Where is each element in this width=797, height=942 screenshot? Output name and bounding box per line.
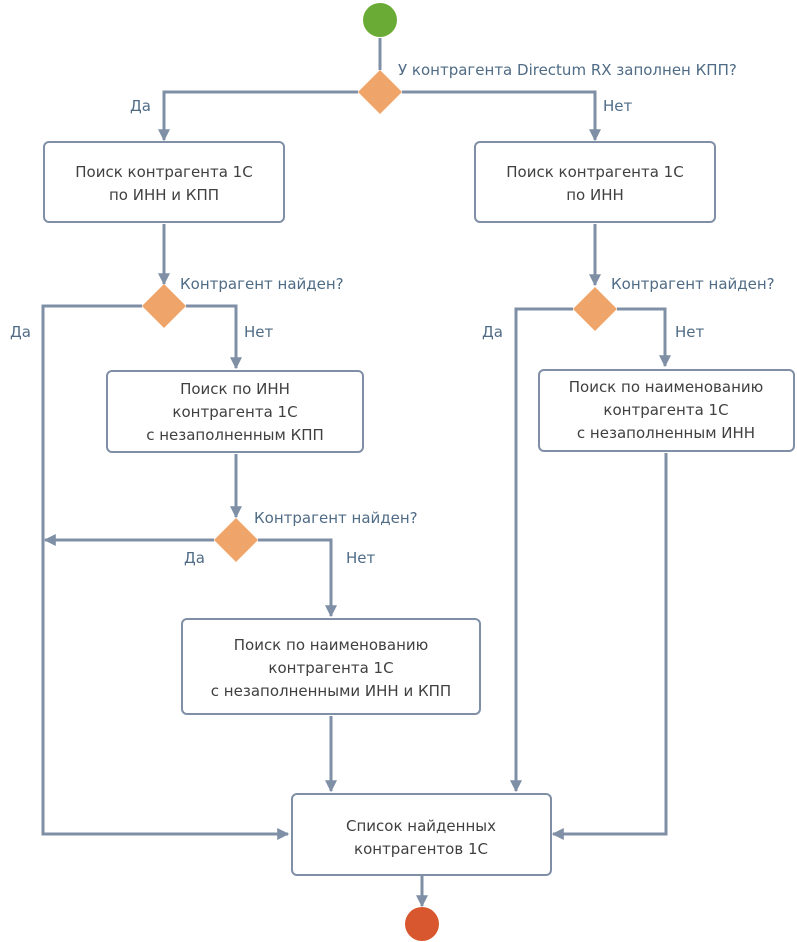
box-search-inn-kpp-line-1: Поиск контрагента 1С bbox=[75, 163, 252, 181]
end-node bbox=[405, 907, 439, 941]
box-search-name-empty-inn-line-2: контрагента 1С bbox=[603, 401, 728, 419]
box-result-list-line-2: контрагентов 1С bbox=[354, 840, 488, 858]
box-search-inn-kpp-line-2: по ИНН и КПП bbox=[109, 186, 219, 204]
decision-found-left-1-question: Контрагент найден? bbox=[180, 275, 344, 293]
edge-left2-no bbox=[258, 538, 337, 618]
decision-found-left-2 bbox=[214, 518, 258, 562]
edge-top-yes bbox=[158, 90, 358, 142]
box-search-name-empty-inn-kpp: Поиск по наименованию контрагента 1С с н… bbox=[181, 618, 481, 715]
label-no-right-1: Нет bbox=[675, 323, 705, 341]
decision-kpp-question: У контрагента Directum RX заполнен КПП? bbox=[398, 61, 737, 79]
box-result-list: Список найденных контрагентов 1С bbox=[291, 793, 552, 876]
box-search-name-empty-inn-line-1: Поиск по наименованию bbox=[569, 378, 764, 396]
decision-found-right-1 bbox=[573, 287, 617, 331]
box-search-inn-line-1: Поиск контрагента 1С bbox=[506, 163, 683, 181]
connectors bbox=[41, 38, 671, 908]
box-result-list-line-1: Список найденных bbox=[346, 817, 496, 835]
decision-kpp-filled bbox=[358, 70, 402, 114]
box-search-name-empty-inn: Поиск по наименованию контрагента 1С с н… bbox=[538, 369, 795, 452]
box-search-inn-empty-kpp: Поиск по ИНН контрагента 1С с незаполнен… bbox=[106, 370, 364, 453]
box-search-inn-empty-kpp-line-2: контрагента 1С bbox=[172, 403, 297, 421]
edge-left1-no bbox=[186, 304, 242, 370]
label-yes-left-1: Да bbox=[10, 323, 31, 341]
box-search-inn-kpp: Поиск контрагента 1С по ИНН и КПП bbox=[43, 141, 285, 223]
decision-found-left-2-question: Контрагент найден? bbox=[254, 509, 418, 527]
label-no-top: Нет bbox=[603, 97, 633, 115]
box-search-inn: Поиск контрагента 1С по ИНН bbox=[474, 141, 716, 223]
box-search-name-empty-inn-kpp-line-2: контрагента 1С bbox=[268, 659, 393, 677]
box-search-inn-empty-kpp-line-1: Поиск по ИНН bbox=[180, 380, 290, 398]
edge-top-no bbox=[402, 90, 601, 142]
label-yes-top: Да bbox=[130, 97, 151, 115]
edge-left1-yes bbox=[41, 304, 290, 840]
decision-found-right-1-question: Контрагент найден? bbox=[611, 275, 775, 293]
edge-right1-no bbox=[617, 307, 671, 368]
box-search-name-empty-inn-line-3: с незаполненным ИНН bbox=[577, 424, 755, 442]
label-yes-left-2: Да bbox=[184, 549, 205, 567]
box-search-inn-line-2: по ИНН bbox=[566, 186, 624, 204]
start-node bbox=[363, 3, 397, 37]
edge-box4-to-result bbox=[551, 453, 668, 840]
label-no-left-1: Нет bbox=[244, 323, 274, 341]
decision-found-left-1 bbox=[142, 284, 186, 328]
box-search-name-empty-inn-kpp-line-1: Поиск по наименованию bbox=[234, 636, 429, 654]
edge-right1-yes bbox=[510, 307, 573, 793]
label-no-left-2: Нет bbox=[346, 549, 376, 567]
label-yes-right-1: Да bbox=[482, 323, 503, 341]
box-search-name-empty-inn-kpp-line-3: с незаполненными ИНН и КПП bbox=[211, 682, 451, 700]
box-search-inn-empty-kpp-line-3: с незаполненным КПП bbox=[146, 426, 324, 444]
